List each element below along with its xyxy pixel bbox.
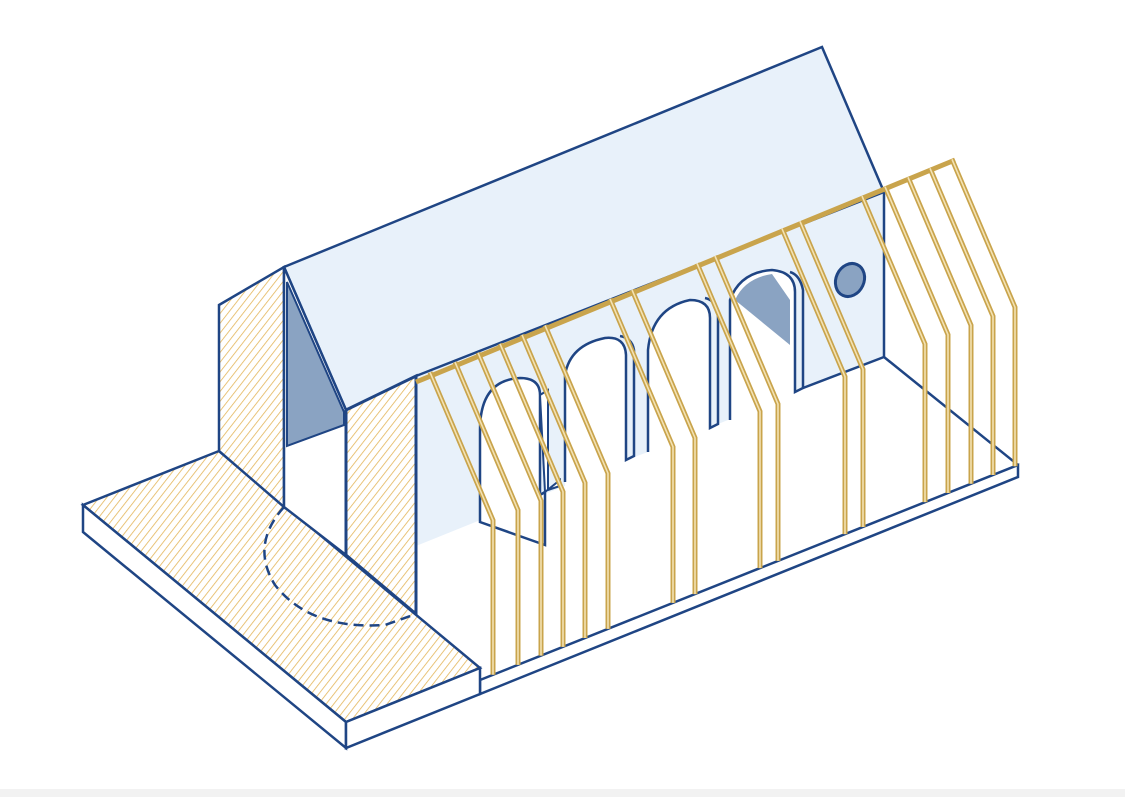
timber-frame: [799, 221, 864, 527]
timber-frame: [951, 158, 1016, 467]
timber-frame: [631, 289, 696, 595]
timber-frame: [429, 371, 494, 675]
arch-opening-1: [478, 376, 547, 547]
timber-frame: [781, 228, 846, 535]
timber-frame: [714, 255, 779, 561]
timber-frames: [415, 157, 1018, 675]
timber-frame: [929, 167, 994, 475]
timber-frame: [861, 195, 926, 503]
gable-shadow: [286, 281, 345, 448]
arch-opening-2: [565, 270, 884, 560]
timber-frame: [927, 167, 996, 475]
back-wall: [415, 190, 886, 560]
timber-frame: [521, 334, 586, 639]
timber-frame: [884, 186, 949, 493]
timber-frame: [454, 361, 519, 665]
timber-frame: [609, 298, 674, 603]
oval-window: [833, 261, 867, 299]
timber-frame: [544, 325, 609, 629]
timber-frame: [499, 343, 564, 647]
timber-frame: [907, 176, 972, 484]
timber-frame: [696, 263, 761, 569]
timber-frame: [882, 185, 951, 493]
ridge-purlin: [415, 157, 956, 385]
arch-shadow: [735, 274, 790, 345]
timber-frame: [477, 352, 542, 656]
bottom-bar: [0, 789, 1125, 797]
entrance-deck: [80, 449, 483, 751]
door-swing-dashed: [263, 506, 417, 627]
gable-wall: [217, 264, 418, 627]
